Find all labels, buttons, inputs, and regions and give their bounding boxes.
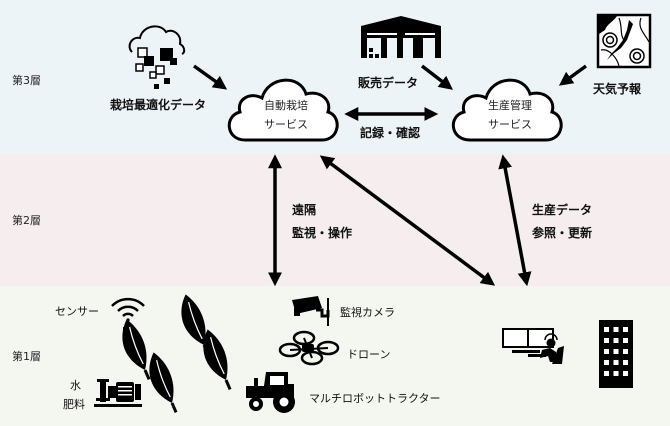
drone-icon bbox=[278, 330, 340, 366]
layer-1-label: 第1層 bbox=[12, 350, 41, 363]
office-building-icon bbox=[599, 320, 633, 388]
leaf-icons bbox=[122, 294, 232, 413]
arrow-sales-to-production bbox=[420, 64, 453, 90]
leaf-icon bbox=[122, 319, 151, 380]
auto-cultivation-cloud-icon bbox=[227, 78, 339, 142]
arrow-diagonal bbox=[319, 155, 496, 286]
remote-label-line2: 監視・操作 bbox=[292, 226, 353, 240]
arrows-layer-3 bbox=[192, 64, 588, 121]
camera-label: 監視カメラ bbox=[340, 306, 395, 319]
security-camera-icon bbox=[292, 296, 330, 326]
warehouse-icon bbox=[361, 16, 441, 58]
tractor-label: マルチロボットトラクター bbox=[309, 392, 441, 405]
arrows-layer-2 bbox=[268, 154, 532, 287]
auto-cultivation-line2: サービス bbox=[264, 118, 308, 131]
pump-icon bbox=[94, 379, 142, 407]
production-mgmt-line1: 生産管理 bbox=[488, 99, 532, 112]
tractor-icon bbox=[246, 372, 295, 413]
layer-3-label: 第3層 bbox=[12, 74, 41, 87]
operator-workstation-icon bbox=[502, 328, 564, 364]
arrow-weather-to-production bbox=[558, 64, 588, 86]
auto-cultivation-line1: 自動栽培 bbox=[264, 99, 308, 112]
auto-cultivation-service: 自動栽培 サービス bbox=[246, 96, 326, 134]
leaf-icon bbox=[203, 329, 232, 390]
weather-map-icon bbox=[596, 13, 652, 69]
sales-data-label: 販売データ bbox=[358, 76, 419, 90]
arrow-production-data bbox=[498, 154, 532, 287]
layer-2-label: 第2層 bbox=[12, 214, 41, 227]
record-confirm-label: 記録・確認 bbox=[360, 126, 421, 140]
cloud-data-icon bbox=[128, 25, 186, 89]
production-mgmt-service: 生産管理 サービス bbox=[470, 96, 550, 134]
sensor-label: センサー bbox=[55, 305, 99, 318]
production-mgmt-line2: サービス bbox=[488, 118, 532, 131]
water-label: 水 bbox=[70, 379, 81, 392]
fertilizer-label: 肥料 bbox=[63, 398, 85, 411]
weather-forecast-label: 天気予報 bbox=[593, 82, 642, 96]
production-mgmt-cloud-icon bbox=[452, 78, 563, 142]
drone-label: ドローン bbox=[347, 348, 391, 361]
arrow-cultivation-to-auto bbox=[192, 64, 228, 90]
production-data-label-line1: 生産データ bbox=[532, 203, 593, 217]
production-data-label-line2: 参照・更新 bbox=[532, 226, 593, 240]
remote-label-line1: 遠隔 bbox=[292, 203, 317, 217]
cultivation-data-label: 栽培最適化データ bbox=[110, 98, 207, 112]
leaf-icon bbox=[149, 352, 178, 413]
